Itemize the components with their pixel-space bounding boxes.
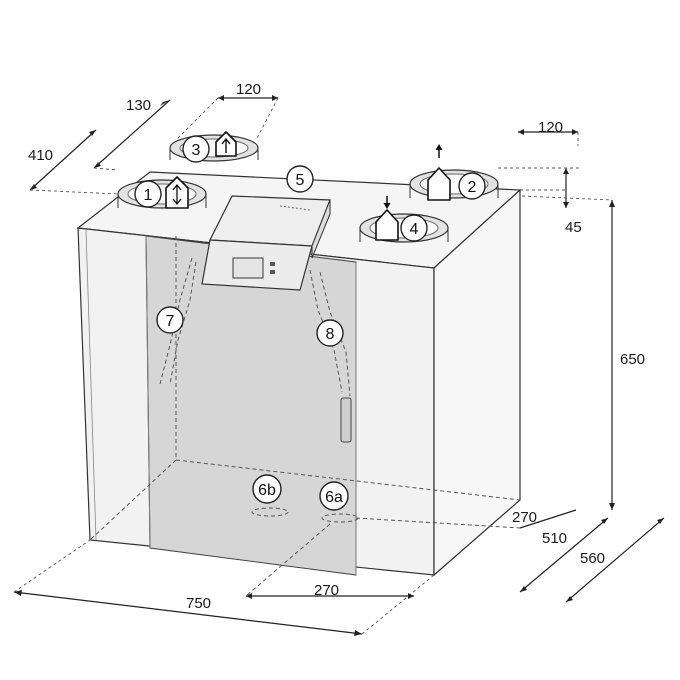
dimension-560: 560	[565, 517, 665, 603]
callout-6b-label: 6b	[258, 482, 276, 499]
dimension-45: 45	[498, 167, 582, 236]
spigot-1	[117, 179, 207, 209]
dimension-130-label: 130	[126, 97, 151, 114]
callout-4-label: 4	[410, 221, 419, 238]
control-panel	[201, 195, 331, 291]
callout-3: 3	[182, 135, 210, 163]
flow-arrow-2	[427, 144, 451, 201]
callout-8-label: 8	[326, 326, 335, 343]
dimension-750: 750	[13, 539, 435, 636]
dimension-120-right: 120	[518, 119, 579, 146]
callout-1: 1	[134, 180, 162, 208]
dimension-510-label: 510	[542, 530, 567, 547]
callout-3-label: 3	[192, 142, 201, 159]
callout-1-label: 1	[144, 187, 153, 204]
callout-4: 4	[400, 214, 428, 242]
dimension-120-right-label: 120	[538, 119, 563, 136]
callout-7-label: 7	[166, 313, 175, 330]
dimension-510: 510	[519, 517, 609, 593]
dimension-270-bottom: 270	[246, 582, 414, 599]
control-display	[232, 257, 264, 279]
dimension-410: 410	[28, 129, 119, 195]
dimension-560-label: 560	[580, 550, 605, 567]
callout-5-label: 5	[296, 172, 305, 189]
callout-7: 7	[156, 306, 184, 334]
dimension-270-right: 270	[512, 509, 577, 529]
callout-6a: 6a	[319, 481, 349, 511]
dimension-650: 650	[521, 195, 645, 510]
dimension-120-left-label: 120	[236, 81, 261, 98]
dimension-750-label: 750	[186, 595, 211, 612]
door-handle	[340, 397, 352, 443]
dimension-120-left: 120	[175, 81, 279, 141]
flow-arrow-4	[375, 196, 399, 241]
callout-2-label: 2	[468, 179, 477, 196]
dimension-45-label: 45	[565, 219, 582, 236]
dimension-410-label: 410	[28, 147, 53, 164]
dimension-130: 130	[93, 97, 171, 171]
callout-5: 5	[286, 165, 314, 193]
hidden-edges	[89, 236, 521, 597]
dimension-650-label: 650	[620, 351, 645, 368]
callout-6b: 6b	[252, 474, 282, 504]
flow-arrow-3	[215, 131, 237, 157]
callout-6a-label: 6a	[325, 489, 343, 506]
callout-2: 2	[458, 172, 486, 200]
dimension-270-bottom-label: 270	[314, 582, 339, 599]
flow-arrow-1	[165, 176, 189, 209]
callout-8: 8	[316, 319, 344, 347]
dimension-270-right-label: 270	[512, 509, 537, 526]
